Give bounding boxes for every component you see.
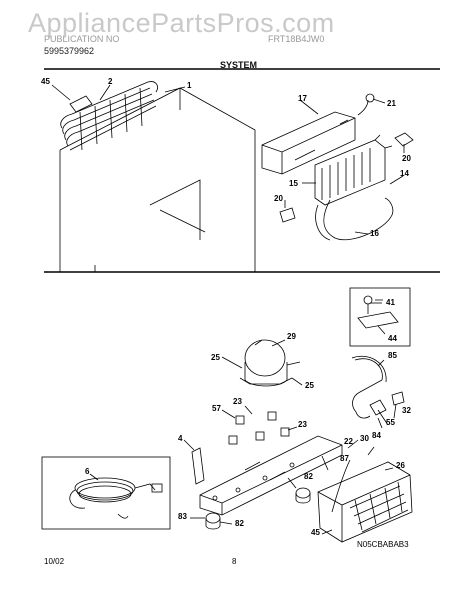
callout-25: 25	[211, 353, 220, 362]
model-number: FRT18B4JW0	[268, 34, 325, 44]
evaporator-cover-drawing	[261, 111, 356, 175]
watermark: AppliancePartsPros.com	[28, 8, 335, 38]
callout-41: 41	[386, 298, 395, 307]
tube-85-drawing	[351, 356, 387, 413]
power-cord-inset	[41, 456, 171, 530]
base-plate-drawing	[199, 435, 343, 516]
callout-55: 55	[386, 418, 395, 427]
callout-21: 21	[387, 99, 396, 108]
bracket-4-drawing	[191, 447, 205, 485]
callout-32: 32	[402, 406, 411, 415]
callout-25-right: 25	[305, 381, 314, 390]
callout-23-right: 23	[298, 420, 307, 429]
leader-lines-upper	[51, 84, 405, 235]
callout-30: 30	[360, 434, 369, 443]
callout-20: 20	[402, 154, 411, 163]
callout-14: 14	[400, 169, 409, 178]
footer-page-number: 8	[232, 557, 237, 566]
tubing-drawing	[315, 197, 394, 241]
leader-lines-lower	[89, 302, 397, 535]
callout-84: 84	[372, 431, 381, 440]
callout-57: 57	[212, 404, 221, 413]
drain-pan-drawing	[317, 461, 413, 543]
callout-6: 6	[85, 467, 90, 476]
section-title: SYSTEM	[220, 60, 258, 70]
cabinet-drawing	[59, 87, 256, 272]
footer-code: N05CBABAB3	[357, 540, 409, 549]
callout-16: 16	[370, 229, 379, 238]
tube-87-drawing	[331, 459, 351, 513]
footer-date: 10/02	[44, 557, 65, 566]
publication-label: PUBLICATION NO	[44, 34, 120, 44]
callout-45-lower: 45	[311, 528, 320, 537]
small-parts-upper	[279, 93, 414, 223]
callout-29: 29	[287, 332, 296, 341]
evaporator-drawing	[314, 134, 393, 206]
compressor-drawing	[239, 339, 301, 387]
callout-82: 82	[304, 472, 313, 481]
callout-17: 17	[298, 94, 307, 103]
callout-20-lower: 20	[274, 194, 283, 203]
small-parts-lower	[205, 487, 311, 530]
callout-87: 87	[340, 454, 349, 463]
overload-parts-drawing	[355, 391, 405, 429]
callout-15: 15	[289, 179, 298, 188]
inset-mounting-box	[349, 287, 411, 347]
grommets-drawing	[228, 411, 290, 445]
callout-1: 1	[187, 81, 192, 90]
callout-26: 26	[396, 461, 405, 470]
callout-82-lower: 82	[235, 519, 244, 528]
callout-2: 2	[108, 77, 113, 86]
condenser-coil-drawing	[60, 81, 158, 151]
callout-45: 45	[41, 77, 50, 86]
callout-23: 23	[233, 397, 242, 406]
callout-83: 83	[178, 512, 187, 521]
callout-22: 22	[344, 437, 353, 446]
callout-85: 85	[388, 351, 397, 360]
callout-44: 44	[388, 334, 397, 343]
publication-number: 5995379962	[44, 46, 95, 56]
callout-4: 4	[178, 434, 183, 443]
